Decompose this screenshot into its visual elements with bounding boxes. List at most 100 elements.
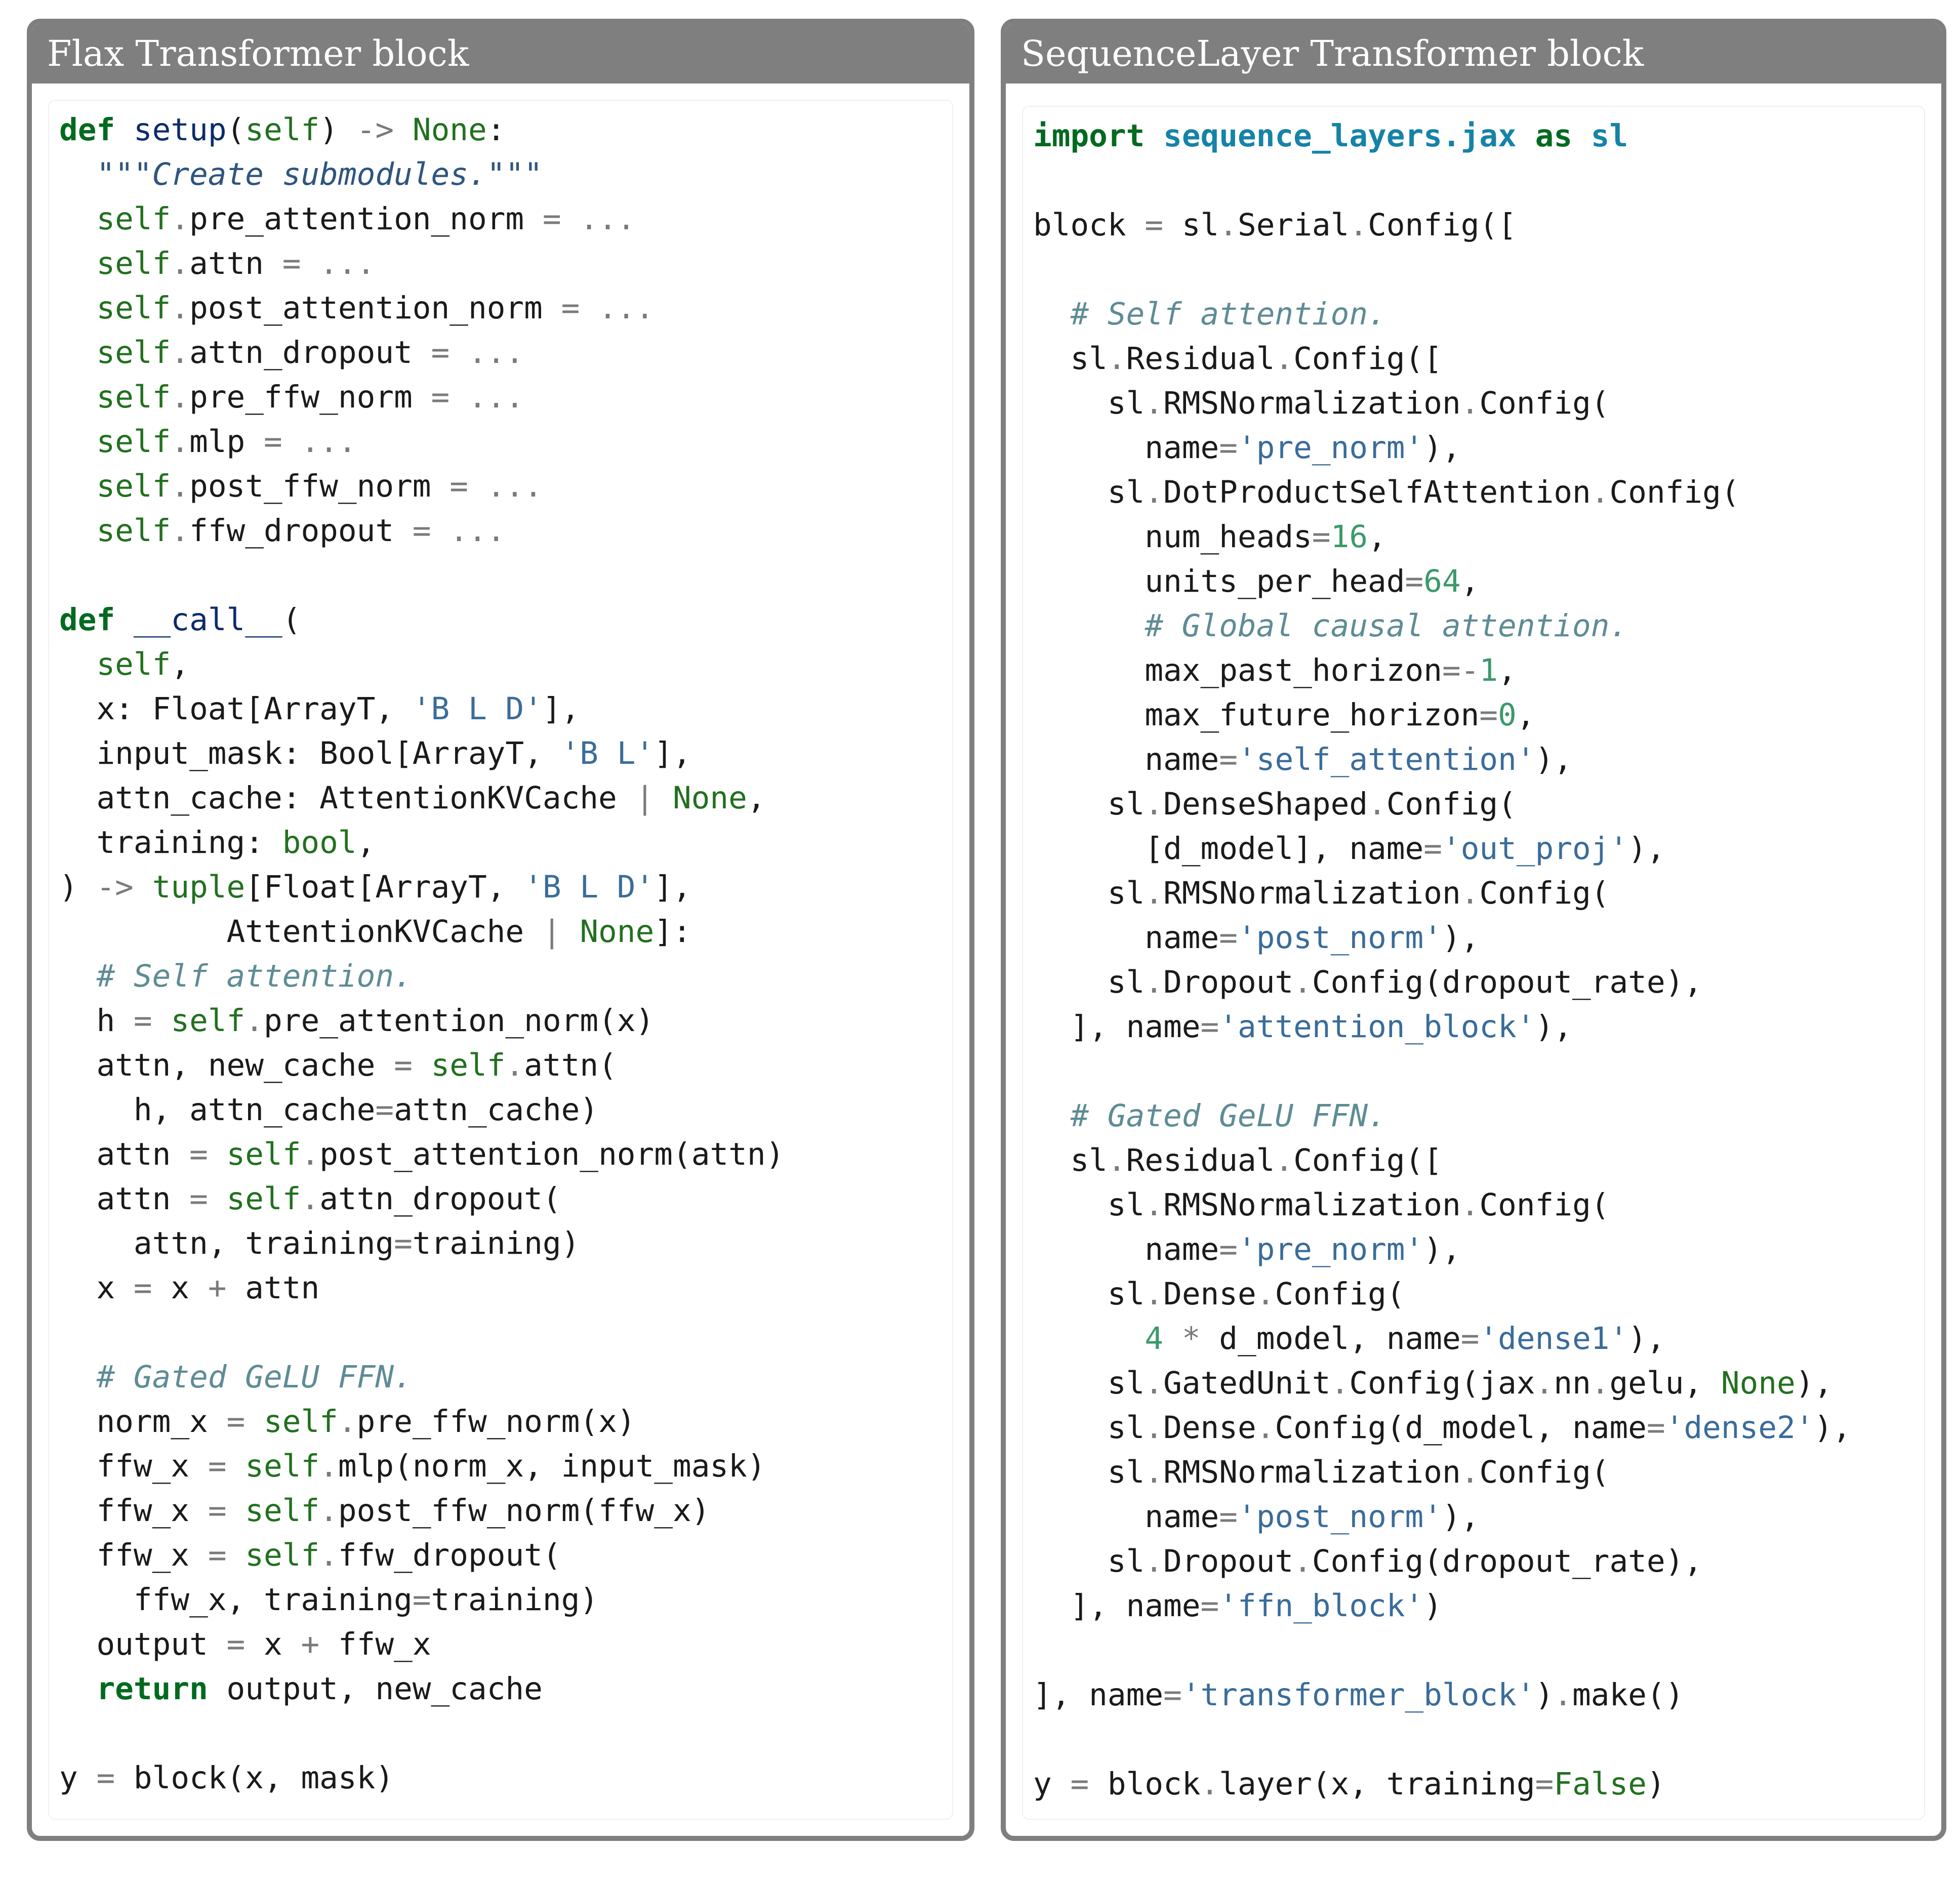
flax-panel: Flax Transformer block def setup(self) -…	[27, 19, 974, 1841]
code-line: sl.Dropout.Config(dropout_rate),	[1033, 1539, 1851, 1584]
code-token: .	[1554, 1677, 1573, 1713]
code-token: ),	[1535, 742, 1573, 777]
code-token	[1033, 1098, 1070, 1134]
code-token: RMSNormalization	[1163, 875, 1461, 911]
code-token: .	[1145, 1365, 1164, 1401]
code-block: def setup(self) -> None: """Create submo…	[59, 108, 784, 1800]
code-token: .	[1145, 1276, 1164, 1312]
code-line	[1033, 248, 1851, 292]
code-token: GatedUnit	[1163, 1365, 1331, 1401]
code-token	[59, 290, 96, 326]
code-token: __call__	[133, 602, 282, 638]
code-token: 'B L D'	[412, 691, 543, 727]
code-token: 16	[1330, 519, 1368, 555]
code-token: self	[431, 1047, 506, 1083]
code-token: pre_attention_norm	[189, 201, 543, 237]
code-token: =	[226, 1626, 246, 1662]
code-token: +	[208, 1270, 227, 1306]
code-line: self.post_attention_norm = ...	[59, 286, 784, 331]
code-line: ffw_x = self.post_ffw_norm(ffw_x)	[59, 1489, 784, 1533]
code-token: 'out_proj'	[1442, 831, 1628, 867]
code-token: Config([	[1293, 1142, 1442, 1178]
code-token: Config([	[1368, 207, 1517, 243]
code-token: ], name	[1033, 1009, 1201, 1045]
code-token: post_attention_norm	[189, 290, 561, 326]
code-token: 1	[1479, 652, 1498, 688]
code-token	[282, 424, 301, 460]
code-token: pre_ffw_norm(x)	[356, 1404, 636, 1440]
code-line: self.mlp = ...	[59, 420, 784, 464]
code-token: self	[96, 468, 171, 504]
code-token: num_heads	[1033, 519, 1312, 555]
code-token	[301, 245, 319, 281]
code-line: sl.Dense.Config(	[1033, 1272, 1851, 1317]
code-token: self	[226, 1136, 301, 1172]
code-token: =	[1423, 831, 1442, 867]
sequencelayer-panel: SequenceLayer Transformer block import s…	[1001, 19, 1946, 1841]
code-token: Serial	[1238, 207, 1350, 243]
code-token	[208, 1136, 227, 1172]
code-token: 4	[1145, 1321, 1164, 1357]
code-token	[468, 468, 487, 504]
code-token: self	[264, 1404, 338, 1440]
code-token: # Self attention.	[1070, 296, 1386, 332]
code-line: norm_x = self.pre_ffw_norm(x)	[59, 1400, 784, 1444]
code-token: .	[1200, 1766, 1219, 1802]
code-token: norm_x	[59, 1404, 227, 1440]
code-token: def	[59, 112, 115, 148]
code-token: DotProductSelfAttention	[1163, 474, 1591, 510]
code-token: )	[59, 869, 97, 905]
code-token	[59, 1359, 96, 1395]
code-token: )	[1423, 1588, 1442, 1624]
code-token: .	[1368, 786, 1386, 822]
code-token: ], name	[1033, 1588, 1201, 1624]
code-token	[227, 1448, 246, 1484]
code-token	[59, 201, 96, 237]
code-token: Config(	[1275, 1276, 1405, 1312]
code-token: .	[1145, 1410, 1164, 1446]
code-line: 4 * d_model, name='dense1'),	[1033, 1317, 1851, 1361]
code-token: Config(jax	[1349, 1365, 1535, 1401]
code-token: sl	[1163, 207, 1219, 243]
code-token	[561, 914, 580, 950]
code-token: =-	[1442, 652, 1480, 688]
code-token: ),	[1814, 1410, 1851, 1446]
code-token	[227, 1537, 246, 1573]
code-token	[1572, 118, 1591, 154]
code-token: self	[96, 245, 171, 281]
code-token: .	[505, 1047, 524, 1083]
code-line: sl.Residual.Config([	[1033, 337, 1851, 381]
code-token: name	[1033, 430, 1219, 466]
code-line: attn, new_cache = self.attn(	[59, 1043, 784, 1088]
code-token: .	[1219, 207, 1238, 243]
code-line: attn, training=training)	[59, 1221, 784, 1266]
code-token: .	[1107, 1142, 1126, 1178]
code-line: name='post_norm'),	[1033, 916, 1851, 960]
code-token: =	[412, 1582, 431, 1618]
code-line: x: Float[ArrayT, 'B L D'],	[59, 687, 784, 731]
code-token	[59, 245, 96, 281]
code-token: )	[1646, 1766, 1665, 1802]
code-token: attn(	[524, 1047, 617, 1083]
code-token: .	[1293, 1543, 1312, 1579]
code-line: sl.DotProductSelfAttention.Config(	[1033, 470, 1851, 515]
code-token: =	[96, 1760, 115, 1796]
code-line: sl.RMSNormalization.Config(	[1033, 1183, 1851, 1227]
code-token: training)	[431, 1582, 599, 1618]
code-token	[59, 468, 96, 504]
code-token: attn_cache)	[394, 1092, 599, 1128]
code-line: # Gated GeLU FFN.	[59, 1355, 784, 1400]
code-token: self	[96, 201, 171, 237]
code-token: |	[635, 780, 655, 816]
code-token: 'dense1'	[1479, 1321, 1628, 1357]
code-line: sl.Dense.Config(d_model, name='dense2'),	[1033, 1406, 1851, 1450]
code-listing: def setup(self) -> None: """Create submo…	[48, 100, 953, 1820]
code-token: =	[375, 1092, 394, 1128]
code-token: ...	[468, 335, 524, 371]
code-line: y = block.layer(x, training=False)	[1033, 1762, 1851, 1807]
code-token	[431, 513, 450, 549]
code-line: sl.DenseShaped.Config(	[1033, 782, 1851, 827]
code-token: RMSNormalization	[1163, 385, 1461, 421]
panel-title: SequenceLayer Transformer block	[1006, 24, 1941, 84]
code-token: =	[208, 1537, 227, 1573]
